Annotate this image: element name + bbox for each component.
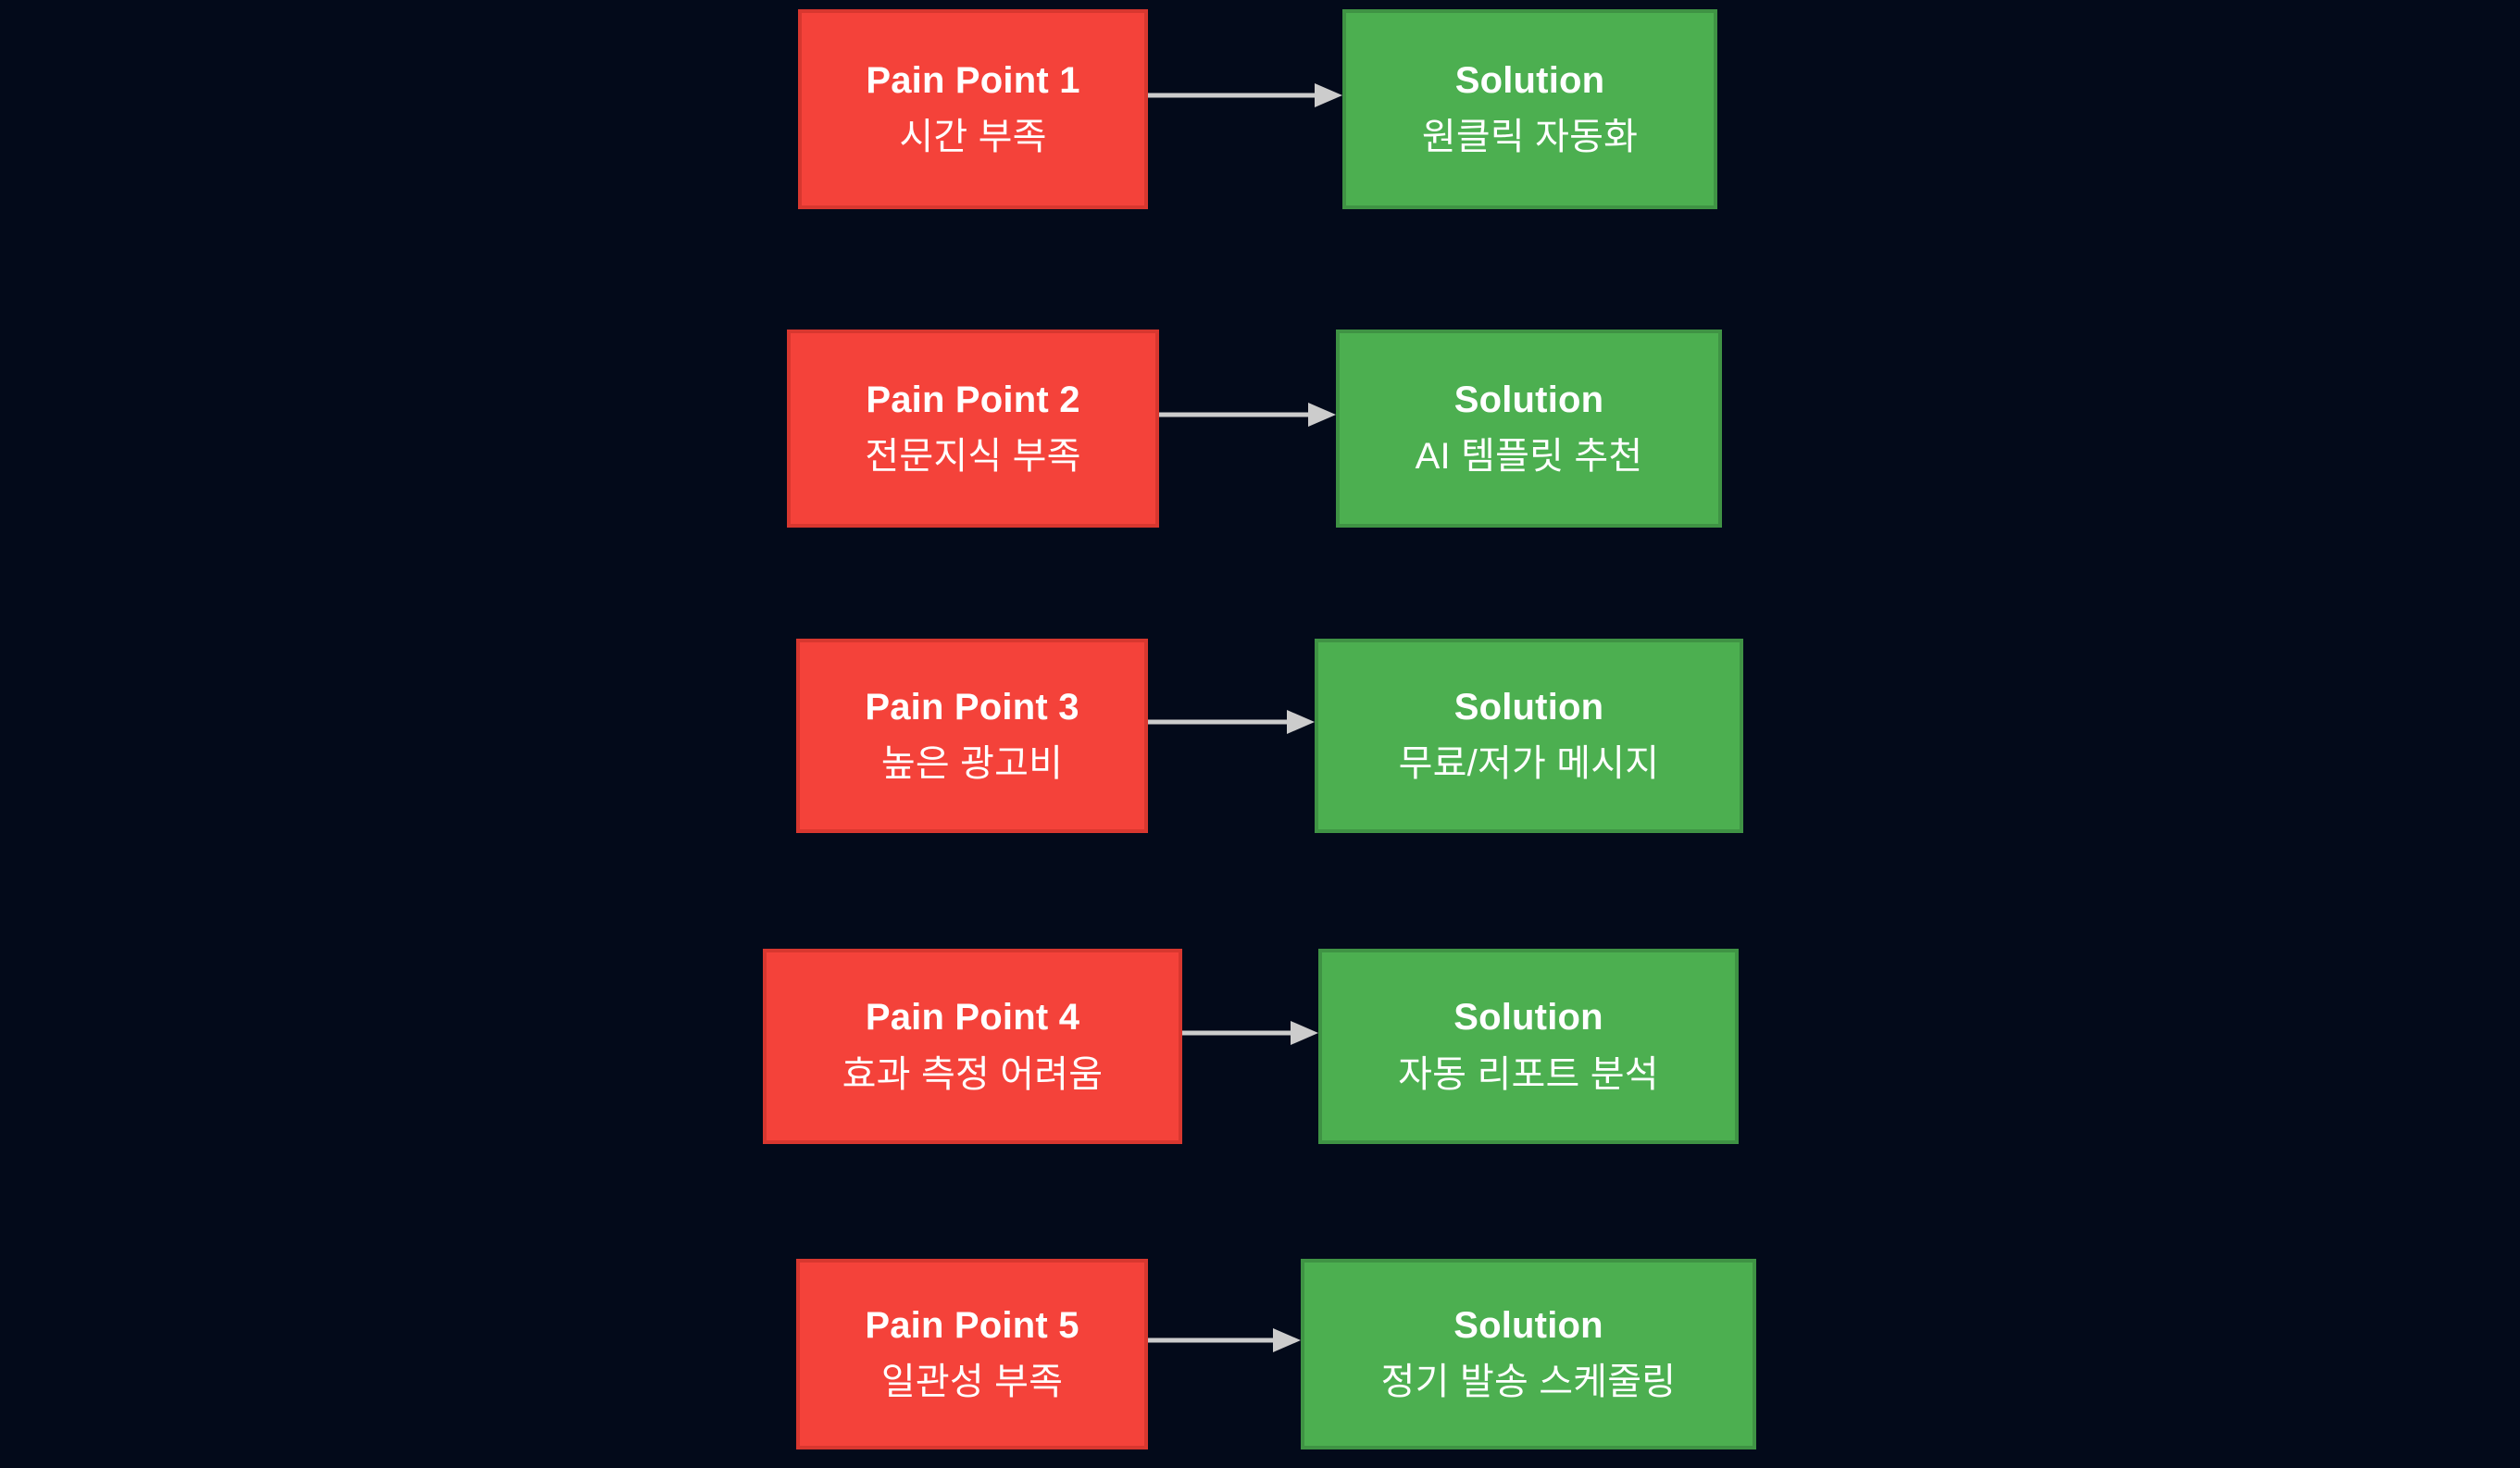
- pain-point-node[interactable]: Pain Point 5 일관성 부족: [796, 1259, 1148, 1449]
- arrow-right-icon: [1182, 1019, 1318, 1047]
- solution-node[interactable]: Solution AI 템플릿 추천: [1336, 330, 1722, 528]
- solution-detail: 무료/저가 메시지: [1398, 743, 1660, 784]
- arrow-right-icon: [1148, 81, 1342, 109]
- pain-point-title: Pain Point 3: [865, 686, 1079, 728]
- solution-node[interactable]: Solution 자동 리포트 분석: [1318, 949, 1739, 1144]
- arrow-right-icon: [1148, 708, 1315, 736]
- pain-point-detail: 시간 부족: [899, 117, 1047, 157]
- solution-detail: AI 템플릿 추천: [1415, 436, 1643, 477]
- pain-point-detail: 높은 광고비: [880, 743, 1064, 784]
- solution-node[interactable]: Solution 무료/저가 메시지: [1315, 639, 1743, 833]
- solution-title: Solution: [1453, 686, 1604, 728]
- solution-node[interactable]: Solution 정기 발송 스케줄링: [1301, 1259, 1756, 1449]
- solution-detail: 정기 발송 스케줄링: [1380, 1362, 1677, 1402]
- pain-point-node[interactable]: Pain Point 3 높은 광고비: [796, 639, 1148, 833]
- solution-detail: 자동 리포트 분석: [1398, 1053, 1659, 1095]
- pain-point-title: Pain Point 4: [865, 997, 1080, 1039]
- pain-point-title: Pain Point 2: [866, 379, 1080, 420]
- pain-point-node[interactable]: Pain Point 4 효과 측정 어려움: [763, 949, 1182, 1144]
- pain-point-detail: 효과 측정 어려움: [842, 1053, 1104, 1095]
- solution-title: Solution: [1454, 59, 1605, 101]
- arrow-right-icon: [1159, 401, 1336, 429]
- pain-point-detail: 일관성 부족: [880, 1362, 1064, 1402]
- pain-point-title: Pain Point 1: [866, 59, 1080, 101]
- solution-detail: 원클릭 자동화: [1421, 117, 1639, 157]
- pain-point-detail: 전문지식 부족: [865, 436, 1081, 477]
- solution-node[interactable]: Solution 원클릭 자동화: [1342, 9, 1717, 209]
- solution-title: Solution: [1453, 1304, 1603, 1346]
- solution-title: Solution: [1453, 997, 1603, 1039]
- pain-point-node[interactable]: Pain Point 2 전문지식 부족: [787, 330, 1159, 528]
- pain-point-title: Pain Point 5: [865, 1304, 1079, 1346]
- pain-point-node[interactable]: Pain Point 1 시간 부족: [798, 9, 1148, 209]
- solution-title: Solution: [1453, 379, 1604, 420]
- arrow-right-icon: [1148, 1326, 1301, 1354]
